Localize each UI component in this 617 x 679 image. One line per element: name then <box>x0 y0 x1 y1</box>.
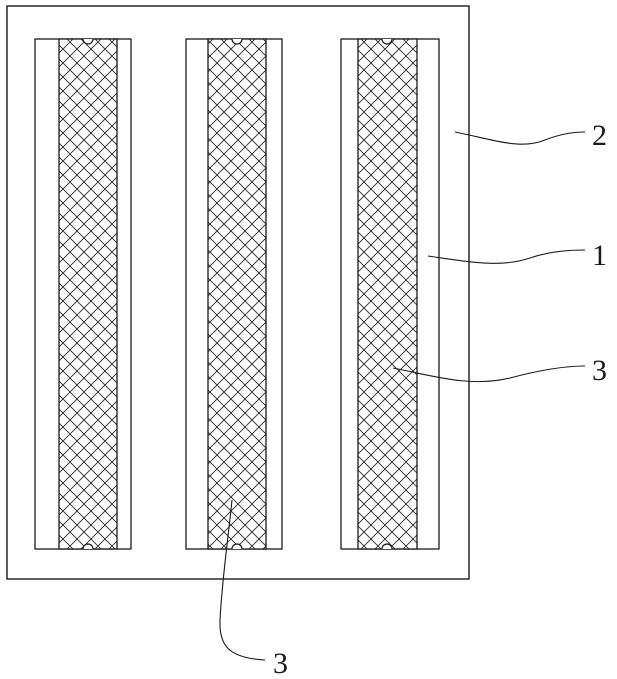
strip-left-mesh <box>59 39 117 549</box>
strip-middle-notch-top <box>232 39 242 44</box>
label-mesh-right: 3 <box>592 354 607 387</box>
strip-right-notch-bottom <box>382 544 392 549</box>
strip-middle-notch-bottom <box>232 544 242 549</box>
leader-line-mesh-right <box>393 366 585 382</box>
label-frame: 1 <box>592 239 607 272</box>
strip-right-mesh <box>358 39 417 549</box>
leader-line-board <box>455 132 585 144</box>
leader-line-frame <box>428 250 585 263</box>
strip-middle-mesh <box>208 39 266 549</box>
strip-middle <box>186 39 282 549</box>
strip-left-notch-top <box>83 39 93 44</box>
strip-left <box>35 39 131 549</box>
label-mesh-bottom: 3 <box>273 647 288 679</box>
label-board: 2 <box>592 119 607 152</box>
strip-right-notch-top <box>382 39 392 44</box>
strip-left-notch-bottom <box>83 544 93 549</box>
strip-right <box>341 39 439 549</box>
